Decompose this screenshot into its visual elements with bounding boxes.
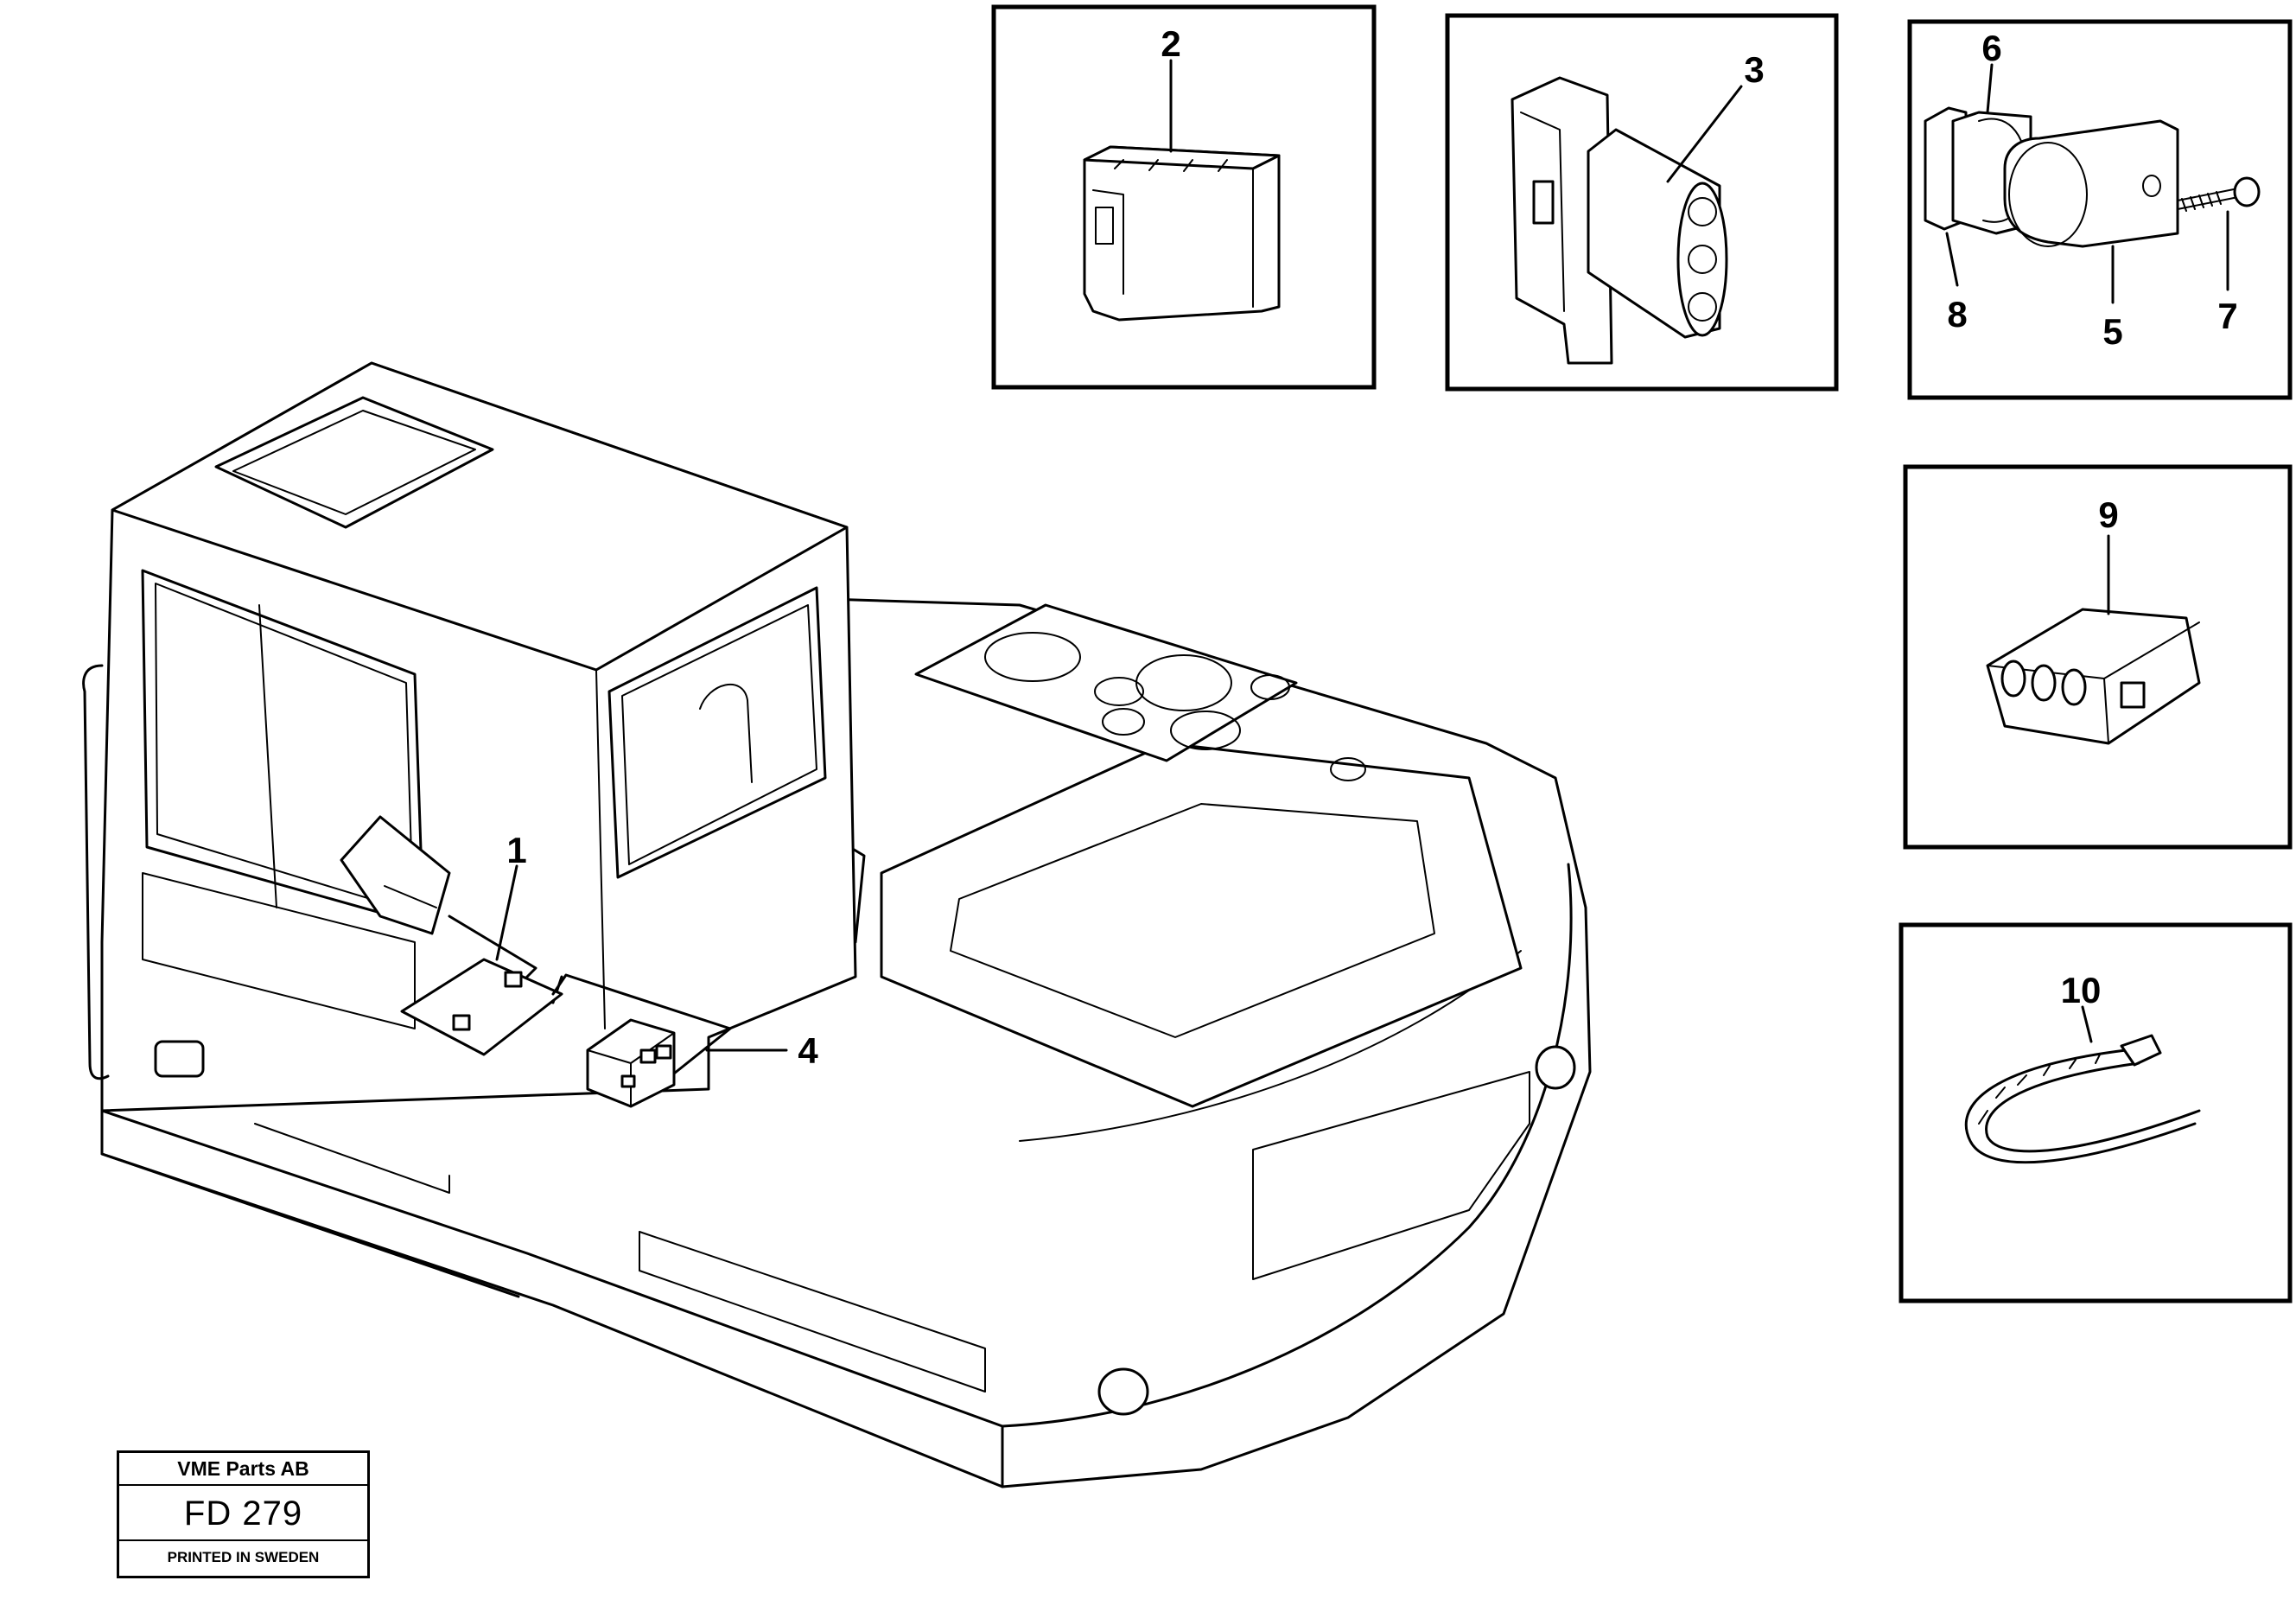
callout-9: 9 — [2098, 494, 2118, 535]
inset-item-3 — [1445, 13, 1839, 392]
callout-5: 5 — [2102, 311, 2122, 352]
callout-3: 3 — [1744, 49, 1764, 90]
title-stamp: VME Parts AB FD 279 PRINTED IN SWEDEN — [117, 1450, 370, 1578]
callout-1: 1 — [506, 830, 526, 870]
inset-items-5-8 — [1907, 19, 2293, 400]
leader-line-1 — [495, 864, 518, 961]
stamp-company: VME Parts AB — [119, 1453, 367, 1486]
callout-8: 8 — [1947, 294, 1967, 335]
callout-4: 4 — [798, 1030, 818, 1071]
stamp-printed-note: PRINTED IN SWEDEN — [167, 1549, 320, 1565]
callout-7: 7 — [2217, 296, 2237, 336]
stamp-drawing-code: FD 279 — [119, 1486, 367, 1541]
callout-10: 10 — [2061, 970, 2102, 1010]
inset-item-2 — [991, 4, 1377, 390]
inset-item-10 — [1898, 922, 2293, 1303]
excavator-body-drawing — [82, 361, 1592, 1488]
callout-2: 2 — [1161, 23, 1180, 64]
callout-6: 6 — [1981, 28, 2001, 68]
inset-item-9 — [1903, 464, 2293, 850]
